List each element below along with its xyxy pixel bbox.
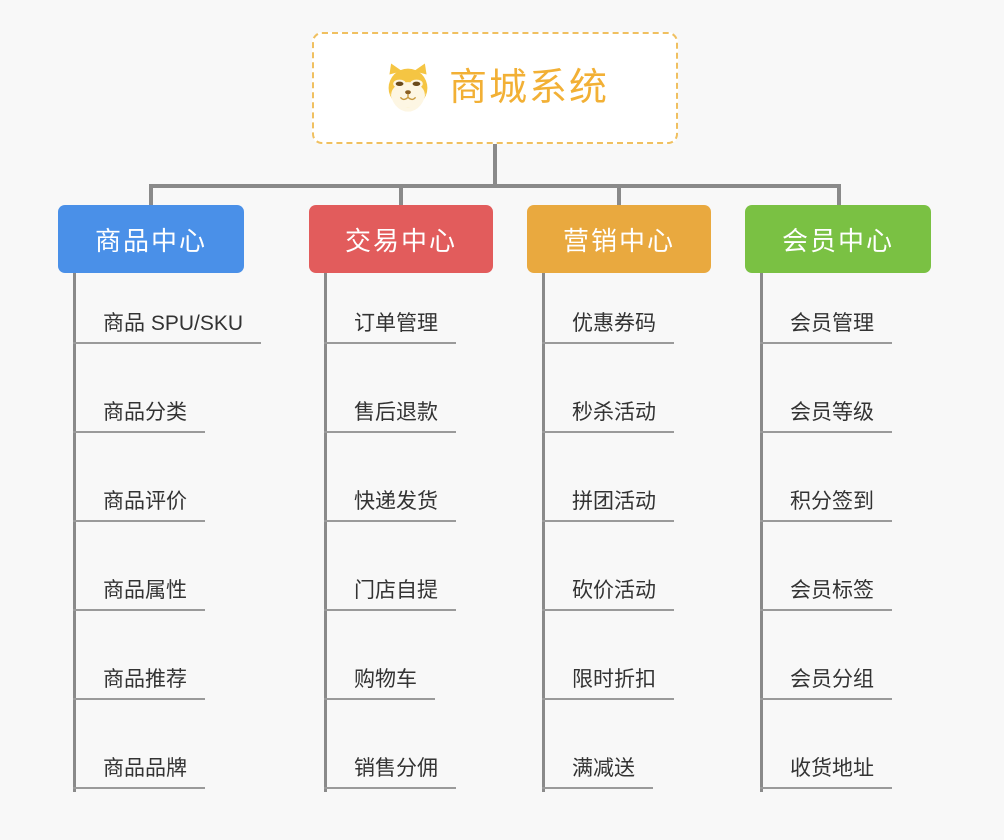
- leaf-item-label: 会员分组: [790, 668, 874, 691]
- category-box-3[interactable]: 营销中心: [527, 205, 711, 273]
- leaf-item-label: 商品属性: [103, 579, 187, 602]
- connector-drop-4: [837, 184, 841, 206]
- connector-horizontal-bar: [149, 184, 841, 188]
- leaf-item[interactable]: 会员等级: [760, 400, 892, 434]
- leaf-item[interactable]: 会员标签: [760, 578, 892, 612]
- leaf-item-label: 商品品牌: [103, 757, 187, 780]
- leaf-item-label: 会员标签: [790, 579, 874, 602]
- leaf-item-label: 积分签到: [790, 490, 874, 513]
- leaf-item-underline: [73, 787, 205, 790]
- leaf-item[interactable]: 收货地址: [760, 756, 892, 790]
- leaf-item-underline: [324, 342, 456, 345]
- leaf-item-underline: [324, 698, 435, 701]
- leaf-item-label: 拼团活动: [572, 490, 656, 513]
- leaf-item-label: 商品评价: [103, 490, 187, 513]
- leaf-item-label: 门店自提: [354, 579, 438, 602]
- leaf-item[interactable]: 会员管理: [760, 311, 892, 345]
- category-label: 营销中心: [562, 225, 675, 256]
- leaf-item[interactable]: 销售分佣: [324, 756, 456, 790]
- leaf-item-label: 优惠券码: [572, 312, 656, 335]
- leaf-item-label: 秒杀活动: [572, 401, 656, 424]
- leaf-item-underline: [542, 698, 674, 701]
- connector-drop-2: [399, 184, 403, 206]
- leaf-item-label: 商品 SPU/SKU: [103, 312, 244, 335]
- leaf-item-label: 砍价活动: [572, 579, 656, 602]
- leaf-item-label: 会员管理: [790, 312, 874, 335]
- leaf-item[interactable]: 购物车: [324, 667, 435, 701]
- leaf-item[interactable]: 商品评价: [73, 489, 205, 523]
- leaf-item-label: 购物车: [354, 668, 417, 691]
- leaf-item-underline: [73, 342, 262, 345]
- leaf-item[interactable]: 商品分类: [73, 400, 205, 434]
- leaf-item-label: 收货地址: [790, 757, 874, 780]
- leaf-item-underline: [73, 609, 205, 612]
- category-label: 商品中心: [94, 225, 207, 256]
- column-stem: [760, 273, 763, 792]
- leaf-item[interactable]: 门店自提: [324, 578, 456, 612]
- leaf-item[interactable]: 商品推荐: [73, 667, 205, 701]
- leaf-item[interactable]: 售后退款: [324, 400, 456, 434]
- leaf-item-underline: [760, 698, 892, 701]
- leaf-item[interactable]: 优惠券码: [542, 311, 674, 345]
- leaf-item[interactable]: 限时折扣: [542, 667, 674, 701]
- connector-drop-1: [149, 184, 153, 206]
- column-stem: [542, 273, 545, 792]
- leaf-item-underline: [73, 520, 205, 523]
- leaf-item[interactable]: 积分签到: [760, 489, 892, 523]
- leaf-item-underline: [760, 609, 892, 612]
- leaf-item[interactable]: 砍价活动: [542, 578, 674, 612]
- leaf-item-underline: [760, 787, 892, 790]
- leaf-item[interactable]: 会员分组: [760, 667, 892, 701]
- leaf-item[interactable]: 秒杀活动: [542, 400, 674, 434]
- leaf-item-underline: [324, 520, 456, 523]
- leaf-item-label: 满减送: [572, 757, 635, 780]
- category-label: 会员中心: [781, 225, 894, 256]
- leaf-item-underline: [542, 787, 653, 790]
- column-stem: [73, 273, 76, 792]
- leaf-item[interactable]: 商品品牌: [73, 756, 205, 790]
- leaf-item-label: 售后退款: [354, 401, 438, 424]
- leaf-item-underline: [542, 609, 674, 612]
- leaf-item-underline: [542, 342, 674, 345]
- leaf-item-label: 销售分佣: [354, 757, 438, 780]
- connector-drop-3: [617, 184, 621, 206]
- leaf-item-underline: [324, 609, 456, 612]
- leaf-item-label: 商品分类: [103, 401, 187, 424]
- category-box-4[interactable]: 会员中心: [745, 205, 931, 273]
- leaf-item[interactable]: 商品 SPU/SKU: [73, 311, 262, 345]
- leaf-item-underline: [760, 342, 892, 345]
- leaf-item-label: 订单管理: [354, 312, 438, 335]
- category-label: 交易中心: [344, 225, 457, 256]
- leaf-item-underline: [73, 698, 205, 701]
- leaf-item[interactable]: 满减送: [542, 756, 653, 790]
- leaf-item-label: 限时折扣: [572, 668, 656, 691]
- leaf-item[interactable]: 拼团活动: [542, 489, 674, 523]
- leaf-item-underline: [542, 520, 674, 523]
- leaf-item[interactable]: 商品属性: [73, 578, 205, 612]
- leaf-item-underline: [760, 520, 892, 523]
- category-box-1[interactable]: 商品中心: [58, 205, 244, 273]
- leaf-item-label: 快递发货: [354, 490, 438, 513]
- leaf-item-underline: [73, 431, 205, 434]
- leaf-item-label: 会员等级: [790, 401, 874, 424]
- leaf-item-underline: [324, 431, 456, 434]
- category-box-2[interactable]: 交易中心: [309, 205, 493, 273]
- dog-face-icon: [381, 61, 435, 115]
- root-title: 商城系统: [448, 67, 609, 109]
- root-node[interactable]: 商城系统: [312, 32, 678, 144]
- leaf-item[interactable]: 快递发货: [324, 489, 456, 523]
- connector-root-stem: [493, 144, 497, 186]
- leaf-item-label: 商品推荐: [103, 668, 187, 691]
- leaf-item-underline: [324, 787, 456, 790]
- leaf-item-underline: [760, 431, 892, 434]
- leaf-item[interactable]: 订单管理: [324, 311, 456, 345]
- leaf-item-underline: [542, 431, 674, 434]
- column-stem: [324, 273, 327, 792]
